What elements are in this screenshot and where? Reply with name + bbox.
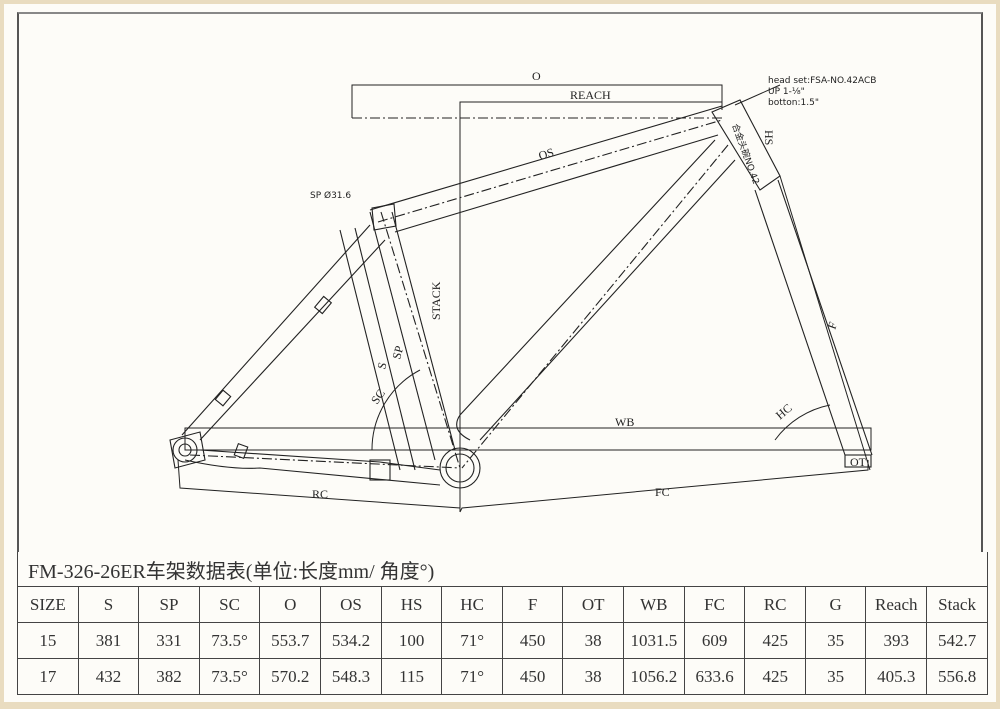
label-hc: HC	[773, 401, 795, 422]
headset-note-2: UP 1-⅛"	[768, 87, 805, 97]
column-header: OS	[320, 586, 382, 623]
table-title-row: FM-326-26ER车架数据表(单位:长度mm/ 角度°)	[17, 552, 988, 587]
table-cell: 381	[77, 622, 140, 659]
table-cell: 425	[744, 622, 806, 659]
table-cell: 38	[562, 658, 624, 695]
table-cell: 100	[380, 622, 443, 659]
column-header: Reach	[865, 586, 928, 623]
label-stack: STACK	[429, 281, 443, 320]
table-cell: 71°	[441, 622, 503, 659]
column-header: F	[501, 586, 564, 623]
headset-note-3: botton:1.5"	[768, 98, 819, 108]
table-cell: 450	[501, 622, 564, 659]
label-f: F	[825, 320, 841, 331]
table-cell: 1031.5	[622, 622, 685, 659]
column-header: SC	[198, 586, 261, 623]
label-sp: SP	[389, 344, 406, 361]
label-wb: WB	[615, 415, 634, 429]
table-cell: 534.2	[320, 622, 382, 659]
column-header: RC	[744, 586, 806, 623]
table-cell: 553.7	[259, 622, 322, 659]
column-header: O	[259, 586, 322, 623]
label-ot: OT	[850, 455, 867, 469]
label-reach: REACH	[570, 88, 611, 102]
headset-note-1: head set:FSA-NO.42ACB	[768, 76, 876, 86]
column-header: SP	[138, 586, 200, 623]
table-cell: 556.8	[926, 658, 988, 695]
table-cell: 15	[17, 622, 79, 659]
label-sc: SC	[368, 387, 388, 407]
column-header: SIZE	[17, 586, 79, 623]
dimension-lines	[177, 84, 872, 513]
table-cell: 382	[138, 658, 200, 695]
label-o: O	[532, 69, 541, 83]
column-header: HS	[380, 586, 443, 623]
table-cell: 38	[562, 622, 624, 659]
label-fc: FC	[655, 485, 670, 499]
table-cell: 35	[804, 622, 867, 659]
table-cell: 35	[804, 658, 867, 695]
column-header: WB	[622, 586, 685, 623]
table-cell: 542.7	[926, 622, 988, 659]
drawing-border	[17, 12, 983, 552]
headtube-note: 合金头碗NO.42	[729, 122, 762, 186]
label-s: S	[374, 361, 389, 371]
column-header: G	[804, 586, 867, 623]
table-cell: 570.2	[259, 658, 322, 695]
column-header: OT	[562, 586, 624, 623]
table-cell: 17	[17, 658, 79, 695]
label-rc: RC	[312, 487, 328, 501]
table-cell: 393	[865, 622, 928, 659]
column-header: FC	[683, 586, 746, 623]
table-cell: 432	[77, 658, 140, 695]
table-cell: 633.6	[683, 658, 746, 695]
table-cell: 73.5°	[198, 658, 261, 695]
table-cell: 115	[380, 658, 443, 695]
table-cell: 425	[744, 658, 806, 695]
table-cell: 405.3	[865, 658, 928, 695]
column-header: HC	[441, 586, 503, 623]
table-cell: 331	[138, 622, 200, 659]
label-os: OS	[537, 145, 556, 163]
table-cell: 548.3	[320, 658, 382, 695]
label-sp-diameter: SP Ø31.6	[310, 190, 351, 201]
bike-frame-outline	[169, 99, 873, 489]
table-cell: 450	[501, 658, 564, 695]
column-header: Stack	[926, 586, 988, 623]
label-hs: HS	[762, 130, 776, 145]
column-header: S	[77, 586, 140, 623]
table-cell: 71°	[441, 658, 503, 695]
table-cell: 609	[683, 622, 746, 659]
table-cell: 1056.2	[622, 658, 685, 695]
table-title: FM-326-26ER车架数据表(单位:长度mm/ 角度°)	[17, 552, 988, 587]
table-cell: 73.5°	[198, 622, 261, 659]
